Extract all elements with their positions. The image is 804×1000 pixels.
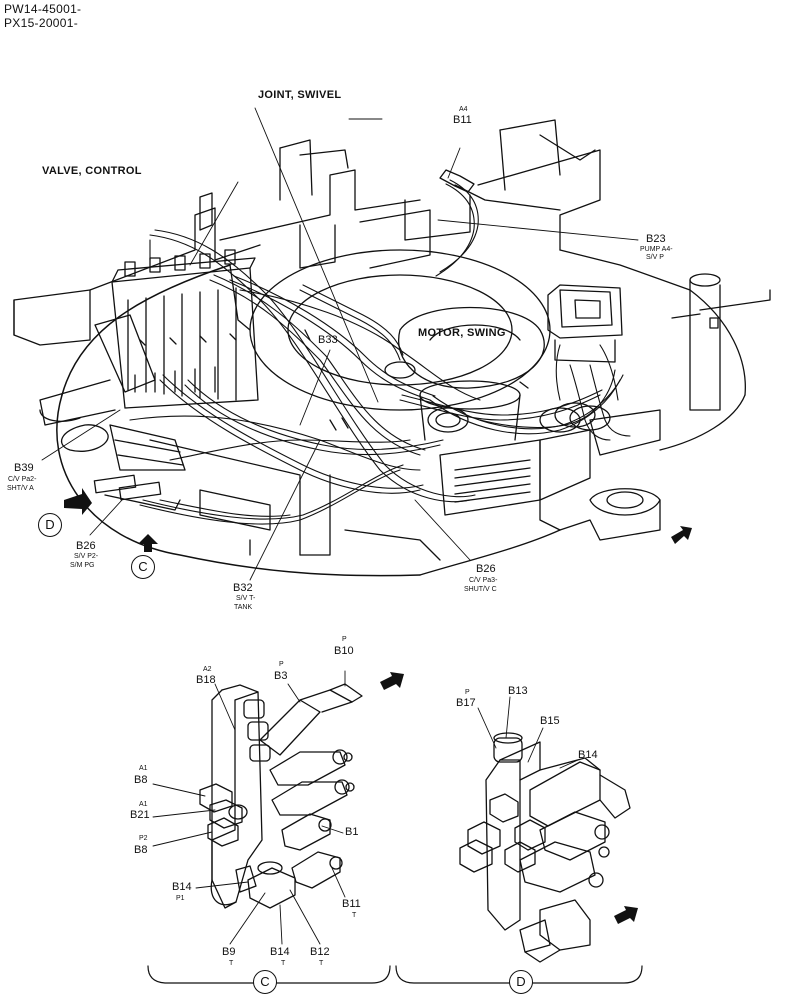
serial-range-2: PX15-20001- [4,16,79,30]
b26-right-desc-1: C/V Pa3- [469,577,498,584]
bottom-view-d-marker: D [509,970,533,994]
b23-desc-2: S/V P [646,254,664,261]
b9-callout: B9 [222,946,236,958]
b18-port: A2 [203,666,212,673]
control-valve-label: VALVE, CONTROL [42,165,142,177]
b8b-port: P2 [139,835,148,842]
b26-left-desc-1: S/V P2- [74,553,99,560]
b11-port: T [352,912,357,919]
b39-desc-1: C/V Pa2- [8,476,37,483]
bottom-view-c-marker: C [253,970,277,994]
arrow-d-icon [64,488,92,515]
b33-callout: B33 [318,334,338,346]
detail-c-leaders [153,671,345,944]
b12-port: T [319,960,324,967]
b26-right-callout: B26 [476,563,496,575]
serial-range-1: PW14-45001- [4,2,82,16]
b3-port: P [279,661,284,668]
swivel-joint-label: JOINT, SWIVEL [258,89,342,101]
b39-desc-2: SHT/V A [7,485,34,492]
upper-structure-drawing [14,120,770,576]
leader-lines-upper [42,108,638,580]
b10-callout: B10 [334,645,354,657]
b13-callout: B13 [508,685,528,697]
b23-desc-1: PUMP A4- [640,246,673,253]
swing-motor-label: MOTOR, SWING [418,327,506,339]
arrow-c-view-icon [380,672,404,690]
b23-callout: B23 [646,233,666,245]
b18-callout: B18 [196,674,216,686]
detail-c-drawing [200,684,362,908]
detail-d-drawing [460,733,630,962]
b21-callout: B21 [130,809,150,821]
b26-right-desc-2: SHUT/V C [464,586,497,593]
b32-desc-1: S/V T- [236,595,256,602]
arrow-d-view-icon [614,906,638,924]
arrow-right-icon [671,526,692,544]
b10-port: P [342,636,347,643]
b8b-callout: B8 [134,844,148,856]
detail-d-leaders [478,697,578,768]
b3-callout: B3 [274,670,288,682]
b12-callout: B12 [310,946,330,958]
b26-left-desc-2: S/M PG [70,562,95,569]
b9-port: T [229,960,234,967]
view-c-marker: C [131,555,155,579]
b14-bottom-callout: B14 [270,946,290,958]
b17-port: P [465,689,470,696]
b8a-port: A1 [139,765,148,772]
b32-callout: B32 [233,582,253,594]
b11-top-port: A4 [459,106,468,113]
b17-callout: B17 [456,697,476,709]
control-valve-stack [112,250,258,408]
b11-callout: B11 [342,898,361,910]
b26-left-callout: B26 [76,540,96,552]
arrow-c-icon [138,534,158,552]
b1-callout: B1 [345,826,359,838]
b14-left-callout: B14 [172,881,192,893]
view-arrows [64,488,692,924]
b14-bottom-port: T [281,960,286,967]
view-brackets [148,966,642,983]
hose-bundle [130,180,630,524]
b8a-callout: B8 [134,774,148,786]
b11-top-callout: B11 [453,114,472,126]
b21-port: A1 [139,801,148,808]
b39-callout: B39 [14,462,34,474]
b32-desc-2: TANK [234,604,253,611]
b14-d-callout: B14 [578,749,598,761]
view-d-marker: D [38,513,62,537]
b15-callout: B15 [540,715,560,727]
b14-left-port: P1 [176,895,185,902]
